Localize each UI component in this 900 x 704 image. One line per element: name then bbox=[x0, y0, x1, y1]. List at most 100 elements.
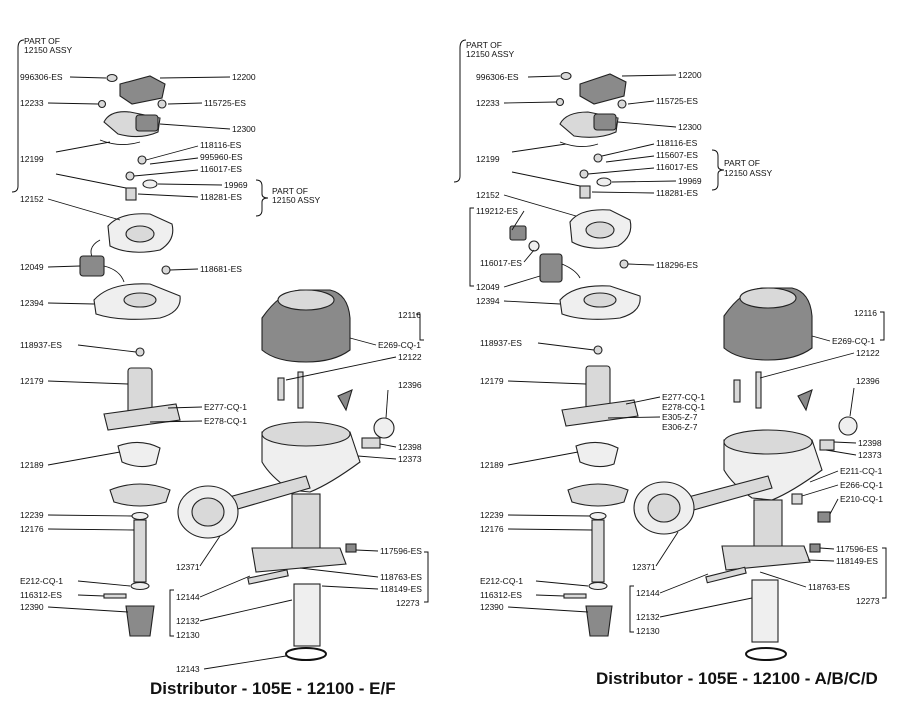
part-number-label: 118681-ES bbox=[200, 264, 242, 274]
part-number-label: 118116-ES bbox=[200, 140, 242, 150]
part-number-label: E269-CQ-1 bbox=[832, 336, 875, 346]
leader-line bbox=[627, 263, 655, 266]
leader-line bbox=[507, 528, 593, 531]
leader-line bbox=[55, 173, 127, 189]
body-assembly-illustration bbox=[633, 389, 858, 661]
part-number-label: 12300 bbox=[232, 124, 256, 134]
condenser-part bbox=[593, 113, 617, 131]
part-number-label: 116312-ES bbox=[480, 590, 522, 600]
clamp-part bbox=[373, 417, 395, 439]
leader-line bbox=[535, 594, 565, 597]
leader-line bbox=[355, 549, 379, 552]
part-number-label: 996306-ES bbox=[20, 72, 63, 82]
screw-part-4 bbox=[791, 493, 803, 505]
clamp-plate bbox=[721, 545, 811, 571]
part-number-label: 12396 bbox=[398, 380, 422, 390]
spring-part bbox=[559, 141, 599, 147]
leader-line bbox=[759, 352, 855, 379]
leader-line bbox=[47, 451, 121, 466]
part-number-label: E278-CQ-1 bbox=[204, 416, 247, 426]
part-number-label: 116017-ES bbox=[480, 258, 522, 268]
group-brace bbox=[11, 39, 25, 193]
part-number-label: 12373 bbox=[398, 454, 422, 464]
shaft-assembly-illustration bbox=[561, 345, 639, 637]
leader-line bbox=[511, 210, 525, 231]
brace-line bbox=[880, 311, 885, 341]
leader-line bbox=[605, 155, 655, 163]
part-number-label: E278-CQ-1 bbox=[662, 402, 705, 412]
part-number-label: 12200 bbox=[678, 70, 702, 80]
part-number-label: 12390 bbox=[20, 602, 44, 612]
group-label-line-2: 12150 ASSY bbox=[24, 45, 73, 55]
cam-plate-part bbox=[103, 403, 181, 431]
part-number-label: 118149-ES bbox=[836, 556, 878, 566]
leader-line bbox=[159, 76, 231, 79]
leader-line bbox=[523, 249, 535, 263]
part-number-label: 118937-ES bbox=[480, 338, 522, 348]
contact-cover-part bbox=[579, 73, 627, 105]
part-number-label: E277-CQ-1 bbox=[662, 392, 705, 402]
leader-line bbox=[47, 514, 133, 517]
part-number-label: 12179 bbox=[480, 376, 504, 386]
washer-part-4 bbox=[528, 240, 540, 252]
pin-part bbox=[563, 593, 587, 599]
part-number-label: 116017-ES bbox=[656, 162, 698, 172]
part-number-label: 118281-ES bbox=[200, 192, 242, 202]
part-number-label: 12233 bbox=[20, 98, 44, 108]
body-tube bbox=[293, 583, 321, 647]
leader-line bbox=[47, 302, 95, 305]
group-brace bbox=[453, 39, 467, 183]
diagram-caption: Distributor - 105E - 12100 - E/F bbox=[150, 679, 396, 698]
side-group-label-line-2: 12150 ASSY bbox=[272, 195, 321, 205]
left-diagram-bottom-labels: 12371 12144 12132 12130 bbox=[169, 535, 293, 640]
leader-line bbox=[829, 498, 839, 515]
vacuum-diaphragm-center bbox=[191, 497, 225, 527]
leader-line bbox=[385, 389, 389, 419]
part-number-label: 115725-ES bbox=[656, 96, 698, 106]
contact-cover-part bbox=[119, 75, 166, 105]
part-number-label: E266-CQ-1 bbox=[840, 480, 883, 490]
part-number-label: 118116-ES bbox=[656, 138, 698, 148]
clamp-nut bbox=[809, 543, 821, 553]
rotor-weights-part bbox=[575, 441, 619, 468]
leader-line bbox=[601, 143, 655, 157]
nut-part bbox=[106, 73, 118, 83]
leader-line bbox=[655, 531, 679, 567]
part-number-label: 12122 bbox=[856, 348, 880, 358]
part-number-label: E305-Z-7 bbox=[662, 412, 698, 422]
part-number-label: E212-CQ-1 bbox=[20, 576, 63, 586]
leader-line bbox=[511, 143, 567, 153]
leader-line bbox=[801, 484, 839, 497]
leader-line bbox=[55, 141, 111, 153]
leader-line bbox=[625, 396, 661, 405]
part-number-label: 12130 bbox=[636, 626, 660, 636]
dust-plate-hole bbox=[123, 292, 157, 308]
right-diagram-bottom-labels: 12371 12144 12132 12130 bbox=[629, 531, 753, 636]
part-number-label: 119212-ES bbox=[476, 206, 518, 216]
leader-line bbox=[47, 380, 129, 385]
leader-line bbox=[357, 455, 397, 460]
part-number-label: 12371 bbox=[176, 562, 200, 572]
brace-line bbox=[629, 585, 634, 633]
leader-line bbox=[587, 167, 655, 175]
body-shank bbox=[753, 499, 783, 551]
distributor-cap-illustration bbox=[261, 289, 351, 409]
group-label-line-2: 12150 ASSY bbox=[466, 49, 515, 59]
leader-line bbox=[77, 594, 105, 597]
body-rim bbox=[261, 421, 351, 447]
part-number-label: 12143 bbox=[176, 664, 200, 674]
leader-line bbox=[47, 198, 121, 221]
leader-line bbox=[611, 180, 677, 183]
leader-line bbox=[819, 547, 835, 550]
part-number-label: 117596-ES bbox=[836, 544, 878, 554]
part-number-label: 12390 bbox=[480, 602, 504, 612]
shaft-washer-part bbox=[130, 581, 150, 591]
part-number-label: 12239 bbox=[480, 510, 504, 520]
leader-line bbox=[507, 606, 589, 613]
shaft-assembly-illustration bbox=[103, 347, 181, 637]
part-number-label: 12132 bbox=[176, 616, 200, 626]
part-number-label: 12130 bbox=[176, 630, 200, 640]
part-number-label: 19969 bbox=[224, 180, 248, 190]
part-number-label: 12371 bbox=[632, 562, 656, 572]
leader-line bbox=[379, 443, 397, 448]
